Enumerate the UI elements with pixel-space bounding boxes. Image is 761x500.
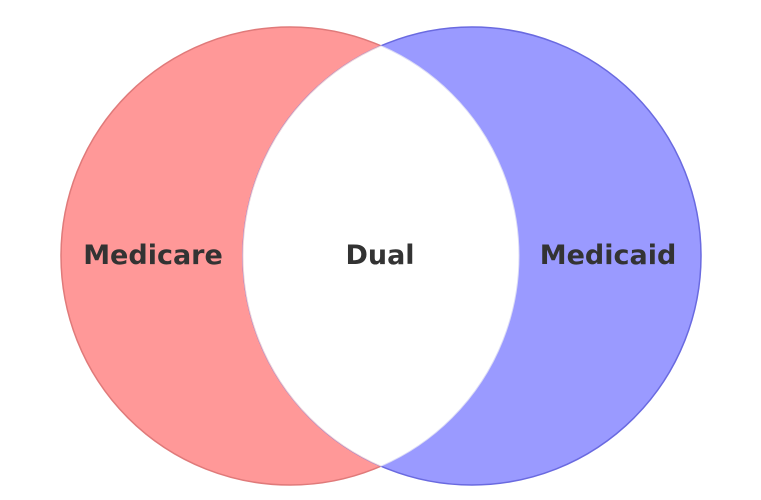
intersection-edge-left (242, 27, 519, 485)
dual-intersection (243, 27, 519, 485)
intersection-edge-right (243, 27, 520, 485)
medicaid-label: Medicaid (540, 240, 677, 271)
dual-label: Dual (345, 240, 414, 271)
medicare-label: Medicare (83, 240, 223, 271)
